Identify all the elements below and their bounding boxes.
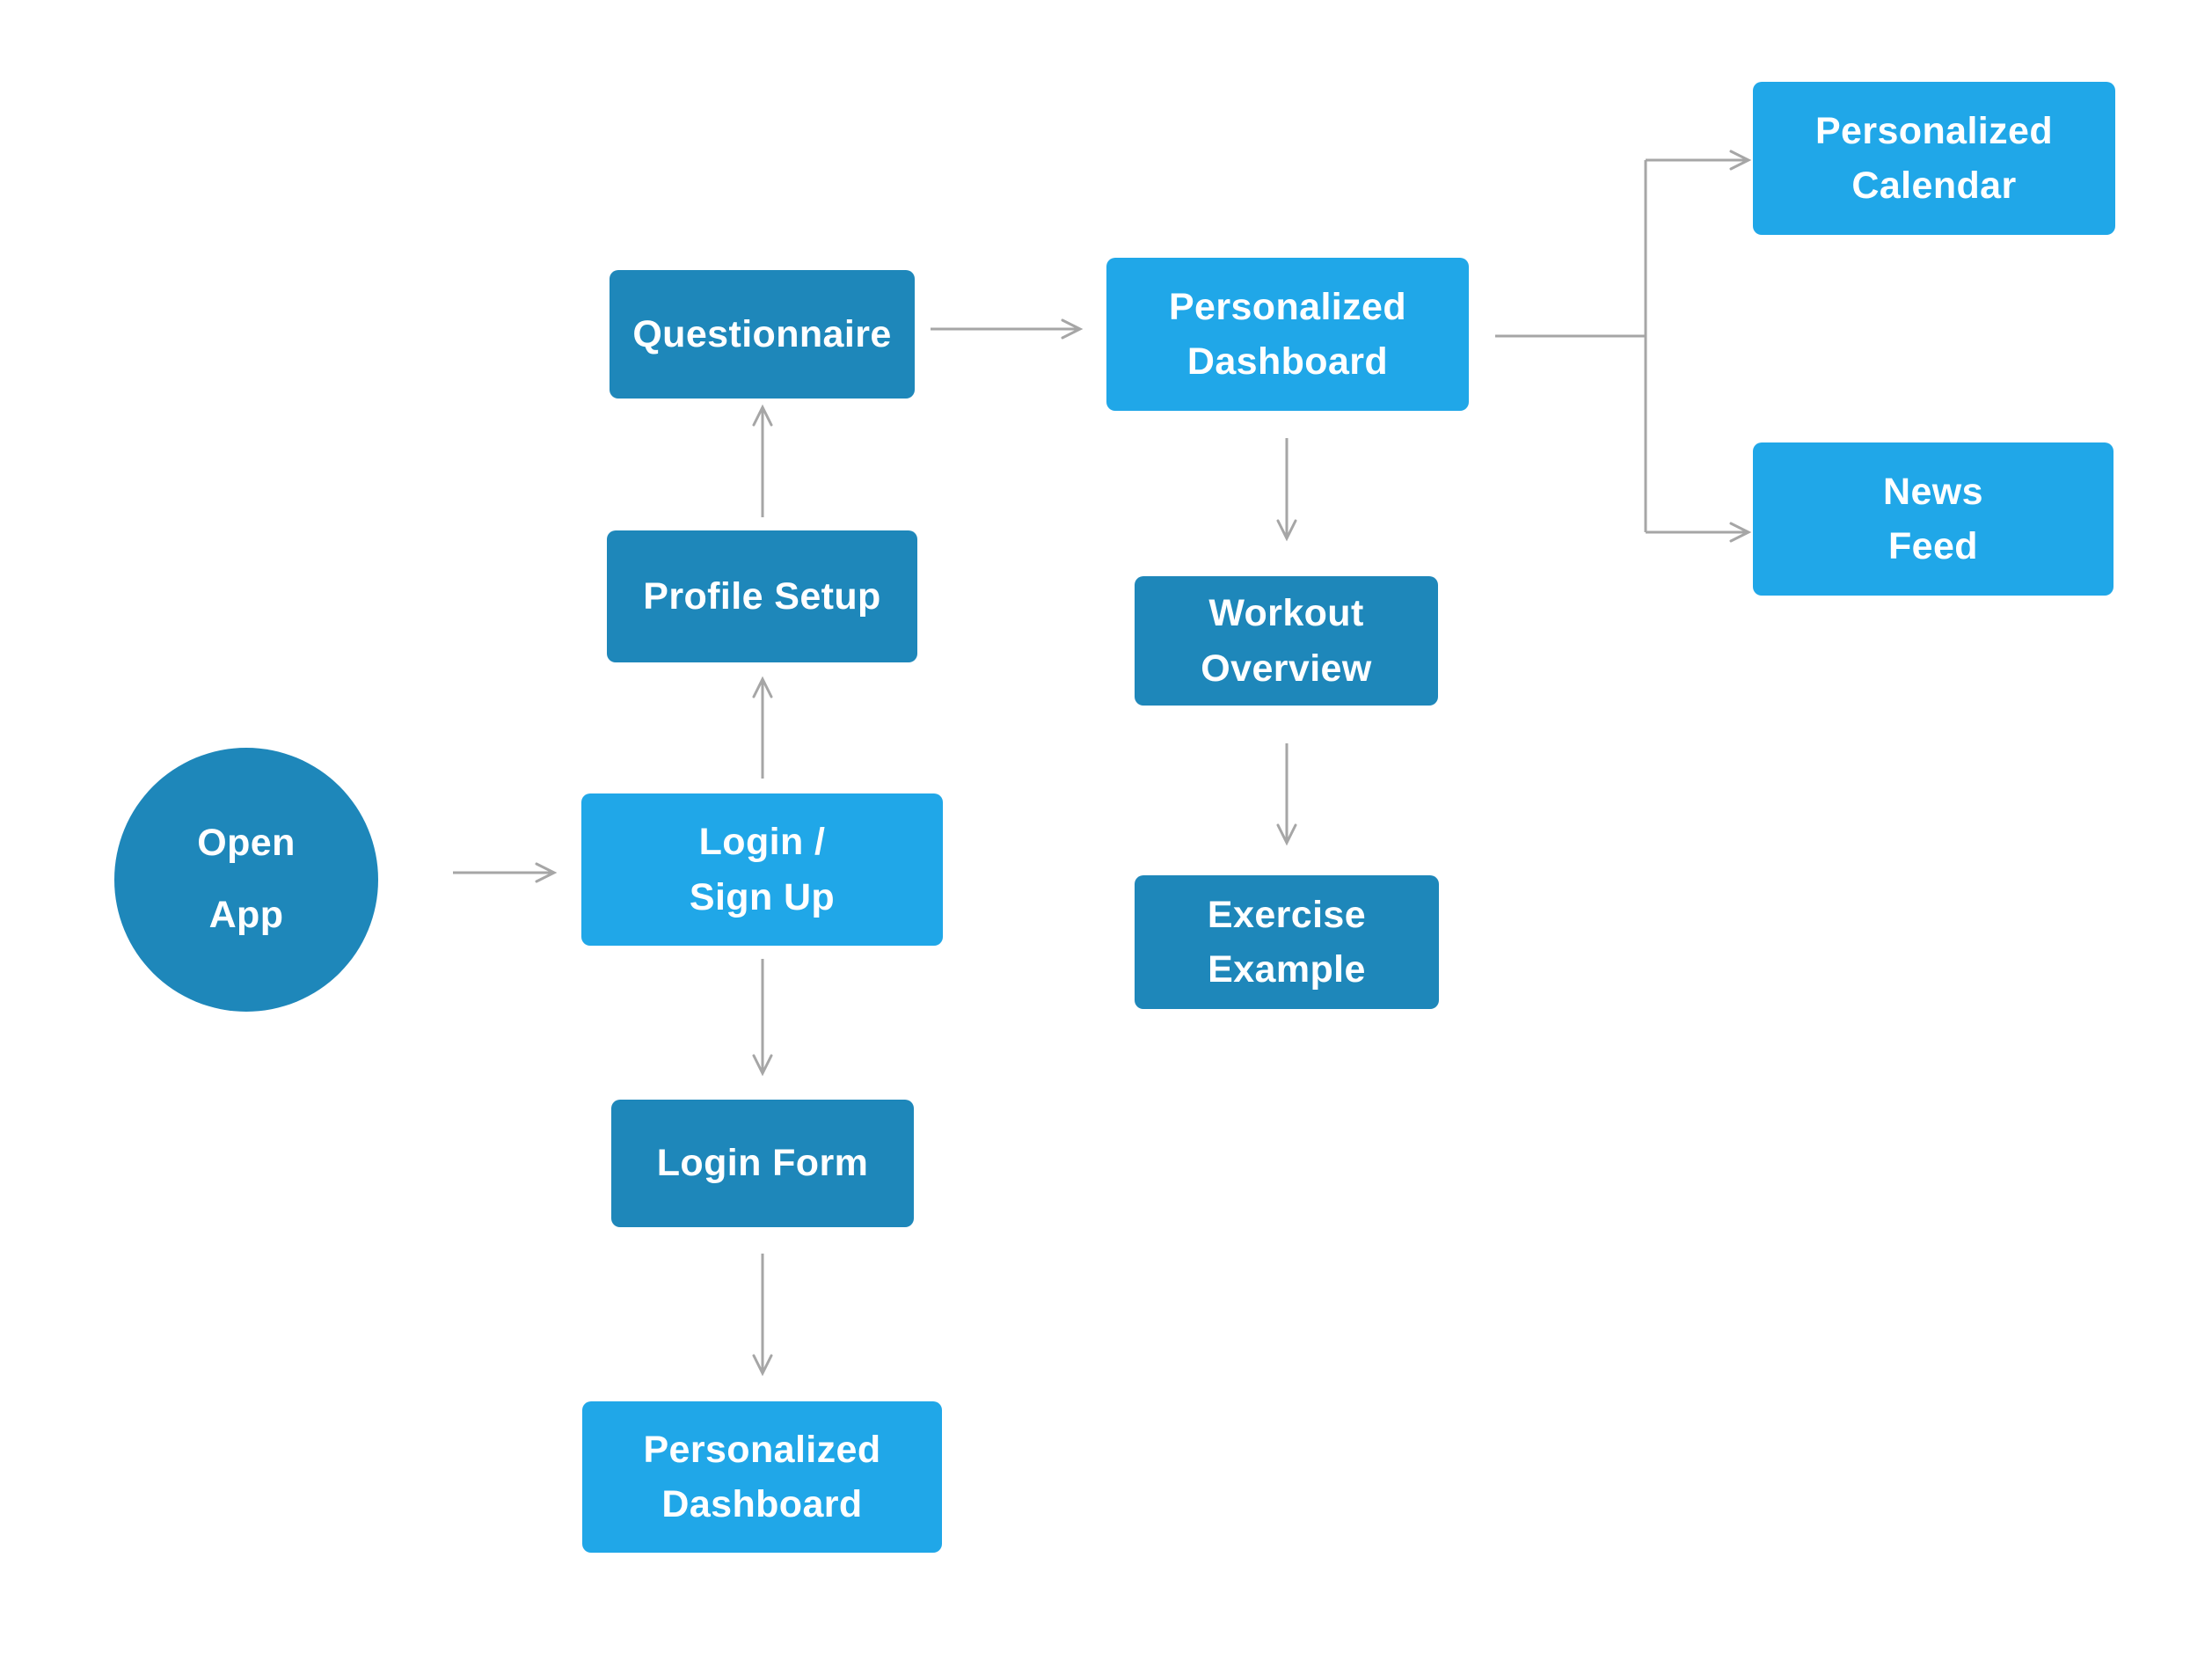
- node-label: Example: [1208, 948, 1366, 991]
- node-label: Overview: [1201, 647, 1372, 690]
- node-label: News: [1883, 470, 1983, 513]
- node-label: Dashboard: [661, 1483, 863, 1525]
- node-label: Open: [197, 822, 296, 865]
- node-exercise-example[interactable]: Exercise Example: [1135, 875, 1439, 1009]
- node-login-form[interactable]: Login Form: [611, 1100, 914, 1227]
- node-label: Login /: [698, 821, 826, 864]
- node-workout-overview[interactable]: Workout Overview: [1135, 576, 1438, 706]
- node-label: Personalized: [643, 1428, 881, 1471]
- node-label: Personalized: [1168, 285, 1407, 328]
- node-login-signup[interactable]: Login / Sign Up: [581, 793, 943, 946]
- node-profile-setup[interactable]: Profile Setup: [607, 530, 917, 662]
- node-personalized-dashboard[interactable]: Personalized Dashboard: [1106, 258, 1469, 411]
- node-label: Personalized: [1814, 109, 2054, 152]
- node-label: Feed: [1888, 525, 1978, 567]
- node-personalized-dashboard-2[interactable]: Personalized Dashboard: [582, 1401, 942, 1553]
- node-personalized-calendar[interactable]: Personalized Calendar: [1753, 82, 2115, 235]
- node-open-app[interactable]: Open App: [114, 748, 378, 1012]
- node-label: App: [208, 894, 284, 936]
- node-label: Dashboard: [1186, 340, 1389, 383]
- node-label: Calendar: [1851, 165, 2017, 207]
- node-label: Workout: [1208, 592, 1364, 635]
- node-news-feed[interactable]: News Feed: [1753, 442, 2113, 596]
- node-label: Profile Setup: [643, 574, 881, 618]
- node-label: Exercise: [1207, 893, 1367, 936]
- node-label: Questionnaire: [632, 312, 892, 355]
- node-label: Sign Up: [689, 875, 836, 918]
- node-label: Login Form: [656, 1142, 869, 1185]
- node-questionnaire[interactable]: Questionnaire: [610, 270, 915, 399]
